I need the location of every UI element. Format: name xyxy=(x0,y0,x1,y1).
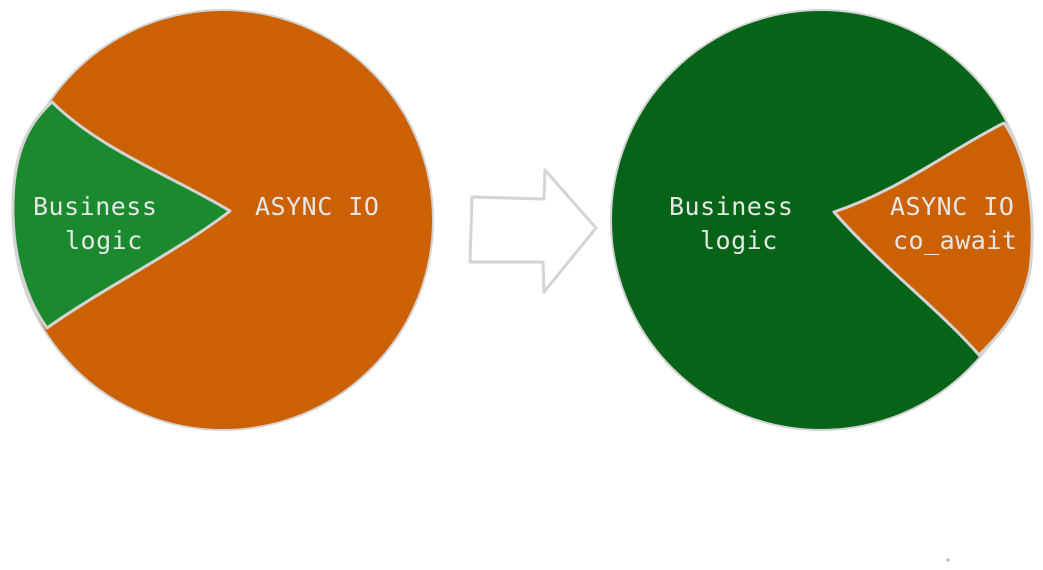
before-business-slice xyxy=(11,100,232,330)
before-business-label-line2: logic xyxy=(65,226,143,255)
after-async-label-line2: co_await xyxy=(893,226,1017,255)
after-business-label-line1: Business xyxy=(669,192,793,221)
right-arrow-outline-icon xyxy=(468,168,598,294)
after-async-label-line1: ASYNC IO xyxy=(890,192,1014,221)
after-async-slice xyxy=(832,121,1034,357)
before-pie: Business logic ASYNC IO xyxy=(11,9,434,431)
after-pie: Business logic ASYNC IO co_await xyxy=(610,9,1034,431)
stray-dot xyxy=(946,558,950,562)
before-business-label-line1: Business xyxy=(33,192,157,221)
before-async-label: ASYNC IO xyxy=(255,192,379,221)
after-business-label-line2: logic xyxy=(700,226,778,255)
